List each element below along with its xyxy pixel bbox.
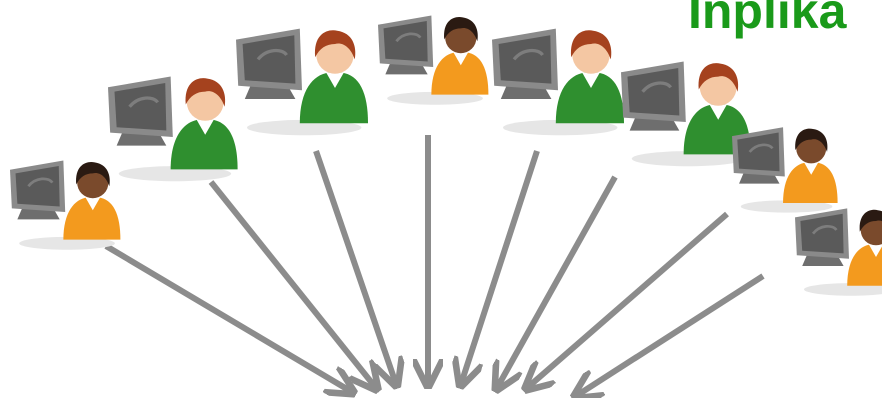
monitor-2 xyxy=(108,76,173,146)
arrow-5 xyxy=(461,150,540,384)
person-7 xyxy=(783,128,838,203)
monitor-1 xyxy=(10,160,66,220)
person-3 xyxy=(299,30,368,124)
user-computer-icon xyxy=(795,208,882,296)
title-text: Inplika xyxy=(688,0,847,39)
monitor-4 xyxy=(378,15,434,75)
user-computer-icon xyxy=(378,15,489,105)
user-computer-icon xyxy=(732,127,838,213)
arrow-3 xyxy=(313,150,396,384)
person-8 xyxy=(847,209,882,286)
monitor-5 xyxy=(492,28,558,99)
person-4 xyxy=(431,16,489,95)
monitor-7 xyxy=(732,127,785,184)
user-computer-icon xyxy=(236,28,368,136)
arrows-group xyxy=(104,135,765,398)
arrow-6 xyxy=(497,175,618,388)
monitor-6 xyxy=(621,61,686,131)
arrow-7 xyxy=(527,211,729,388)
arrow-2 xyxy=(208,180,376,388)
person-2 xyxy=(170,78,238,170)
user-computer-icon xyxy=(108,76,238,182)
person-5 xyxy=(555,30,624,124)
user-computer-icon xyxy=(492,28,624,136)
monitor-3 xyxy=(236,28,302,99)
monitor-8 xyxy=(795,208,849,266)
user-computer-icon xyxy=(621,61,751,167)
users-group xyxy=(10,15,882,296)
user-computer-icon xyxy=(10,160,121,250)
arrow-1 xyxy=(104,243,352,392)
arrow-8 xyxy=(576,273,765,398)
person-1 xyxy=(63,161,121,240)
